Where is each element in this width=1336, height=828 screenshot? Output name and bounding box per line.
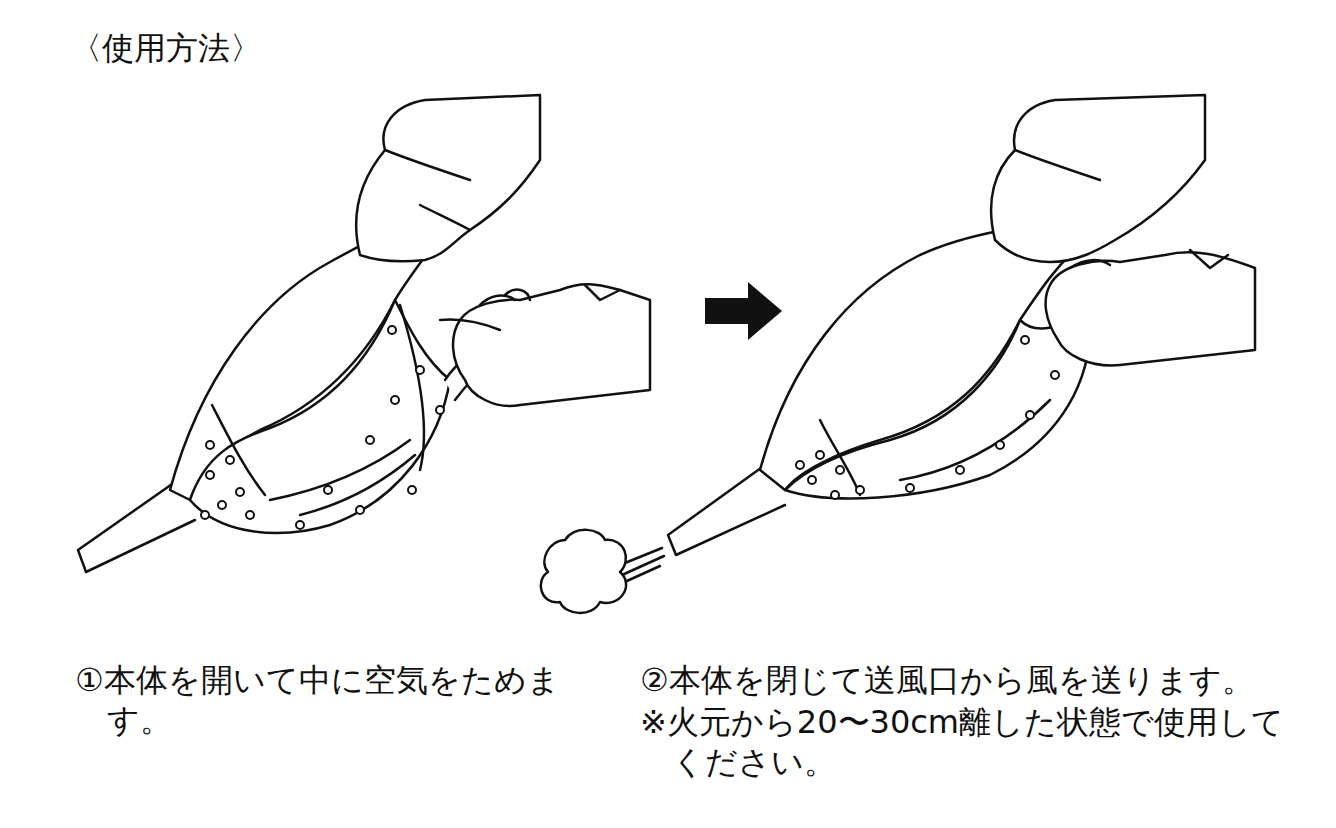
- closed-bellows: [541, 95, 1255, 613]
- step-arrow: [705, 282, 782, 340]
- step-text: ①本体を開いて中に空気をためます。: [75, 660, 577, 740]
- section-title: 〈使用方法〉: [70, 28, 370, 68]
- open-bellows: [78, 95, 650, 572]
- note-text: ※火元から20〜30cm離した状態で使用してください。: [640, 702, 1297, 782]
- step-text: ②本体を閉じて送風口から風を送ります。: [640, 660, 1336, 700]
